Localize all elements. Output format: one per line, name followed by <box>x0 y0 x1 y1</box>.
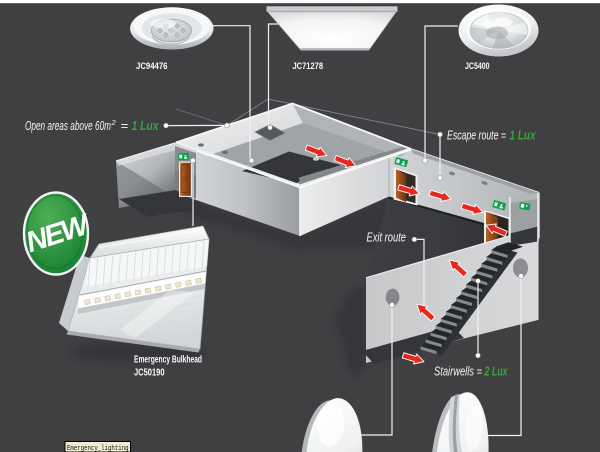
svg-text:Emergency Bulkhead: Emergency Bulkhead <box>134 355 202 366</box>
svg-text:Exit route: Exit route <box>367 230 407 245</box>
svg-text:JC50190: JC50190 <box>134 368 165 379</box>
svg-text:1 Lux: 1 Lux <box>510 128 537 143</box>
svg-text:Emergency_lighting: Emergency_lighting <box>67 445 129 452</box>
svg-text:2 Lux: 2 Lux <box>484 364 508 379</box>
svg-text:JC94476: JC94476 <box>136 61 168 72</box>
svg-text:Open areas above 60m: Open areas above 60m <box>25 118 111 133</box>
svg-text:2: 2 <box>111 118 117 127</box>
svg-text:1 Lux: 1 Lux <box>132 118 160 133</box>
svg-text:Stairwells =: Stairwells = <box>434 364 482 379</box>
svg-text:=: = <box>121 118 129 133</box>
svg-text:JC5400: JC5400 <box>465 61 490 72</box>
svg-text:Escape route =: Escape route = <box>447 128 506 143</box>
svg-text:JC71278: JC71278 <box>293 61 324 72</box>
